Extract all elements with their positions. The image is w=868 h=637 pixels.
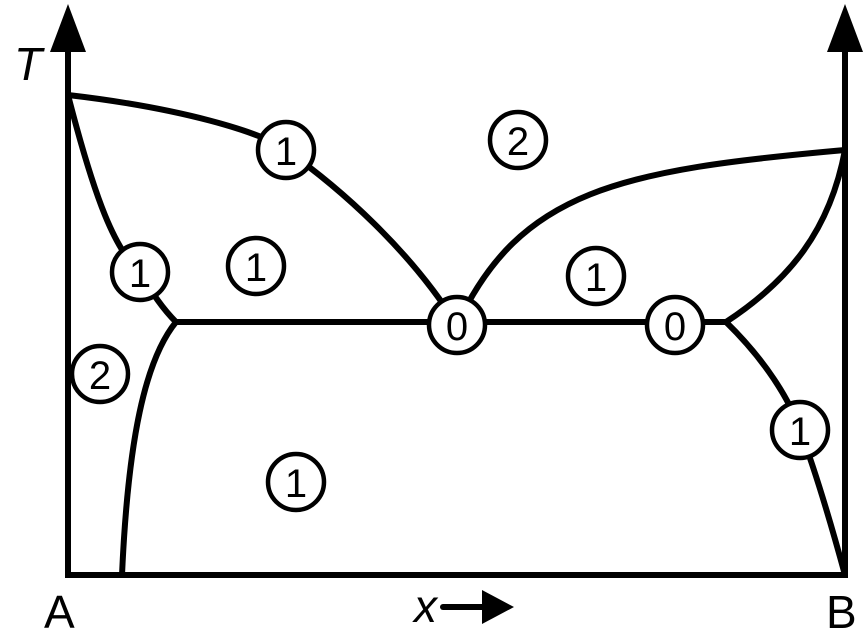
right-axis-arrowhead [827, 4, 863, 52]
svg-text:1: 1 [275, 130, 297, 174]
svg-text:1: 1 [585, 256, 607, 300]
boundary-badge-solvus-right: 1 [769, 399, 831, 461]
x-axis-label: x [412, 580, 439, 632]
liquidus-right-curve [454, 147, 848, 328]
solidus-right-curve [723, 147, 848, 325]
svg-text:2: 2 [507, 120, 529, 164]
svg-text:2: 2 [89, 354, 111, 398]
svg-text:1: 1 [789, 410, 811, 454]
region-badge-liquid-left: 1 [225, 235, 287, 297]
region-badge-liquid-right: 1 [565, 245, 627, 307]
region-badge-two-phase-bottom: 1 [265, 451, 327, 513]
component-b-label: B [826, 586, 857, 637]
svg-text:1: 1 [129, 252, 151, 296]
component-a-label: A [44, 586, 75, 637]
composition-arrowhead [482, 590, 514, 624]
region-badge-solid-alpha: 2 [69, 343, 131, 405]
boundary-badge-eutectic-right: 0 [644, 294, 706, 356]
region-badge-liquid-top: 2 [487, 109, 549, 171]
svg-text:0: 0 [446, 305, 468, 349]
solvus-left-curve [119, 319, 179, 578]
svg-text:1: 1 [285, 462, 307, 506]
left-axis-arrowhead [50, 4, 86, 52]
boundary-badge-solidus-left: 1 [109, 241, 171, 303]
y-axis-label: T [14, 38, 45, 90]
svg-text:1: 1 [245, 246, 267, 290]
svg-text:0: 0 [664, 305, 686, 349]
boundary-badge-eutectic-left: 0 [426, 294, 488, 356]
boundary-badge-liquidus-left: 1 [255, 119, 317, 181]
